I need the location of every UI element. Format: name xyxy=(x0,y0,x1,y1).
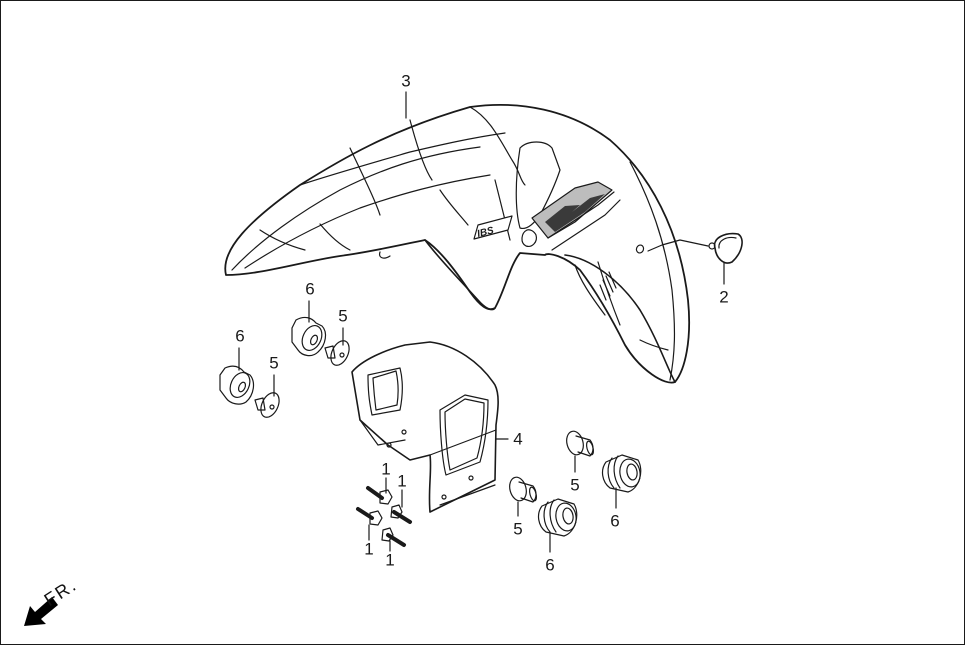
callout-5: 5 xyxy=(338,306,348,326)
collar[interactable] xyxy=(564,429,595,457)
collar[interactable] xyxy=(324,338,353,368)
fender-decal-text: IBS xyxy=(476,225,495,240)
callout-1: 1 xyxy=(397,471,407,491)
callout-5: 5 xyxy=(570,475,580,495)
callout-6: 6 xyxy=(235,326,245,346)
rubber-grommet[interactable] xyxy=(219,365,255,405)
callout-2: 2 xyxy=(719,287,729,307)
fender-bracket[interactable] xyxy=(351,341,499,513)
leader-line-2 xyxy=(647,239,709,252)
rubber-grommet[interactable] xyxy=(291,316,327,357)
collar[interactable] xyxy=(507,475,538,503)
flange-bolt[interactable] xyxy=(356,507,383,526)
front-fender[interactable] xyxy=(224,104,691,384)
arrow-down-left-icon xyxy=(24,597,58,626)
callout-1: 1 xyxy=(364,539,374,559)
callout-6: 6 xyxy=(305,279,315,299)
rubber-grommet[interactable] xyxy=(601,454,643,493)
callout-5: 5 xyxy=(513,519,523,539)
flange-bolt[interactable] xyxy=(390,504,412,524)
callout-5: 5 xyxy=(269,353,279,373)
callout-1: 1 xyxy=(385,550,395,570)
rubber-grommet[interactable] xyxy=(537,498,579,537)
callout-6: 6 xyxy=(610,511,620,531)
callout-1: 1 xyxy=(381,459,391,479)
callout-6: 6 xyxy=(545,555,555,575)
callout-4: 4 xyxy=(513,429,523,449)
clip-ring[interactable] xyxy=(708,232,743,264)
callout-3: 3 xyxy=(401,71,411,91)
collar[interactable] xyxy=(254,390,283,420)
flange-bolt[interactable] xyxy=(381,527,406,547)
flange-bolt[interactable] xyxy=(366,486,393,505)
